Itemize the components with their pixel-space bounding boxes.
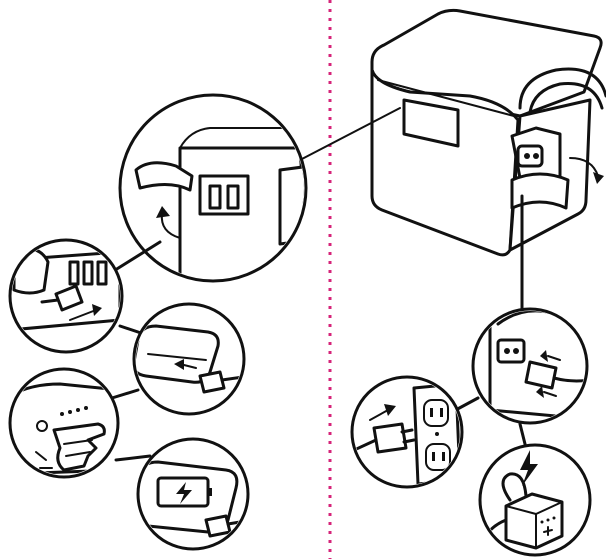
ac-port-icon: [496, 338, 526, 364]
smartphone-icon: [136, 324, 220, 384]
wireless-charge-callout: [136, 437, 250, 551]
port-slot-icon: [226, 184, 240, 210]
port-slot-icon: [208, 184, 222, 210]
finger-press-icon: [52, 422, 106, 472]
strap-icon: [402, 98, 460, 148]
cube-charging-callout: [478, 443, 592, 557]
arrow-icon: [384, 404, 396, 416]
lightning-bolt-icon: [520, 450, 538, 486]
arrow-icon: [536, 386, 544, 398]
phone-connect-callout: [132, 302, 246, 416]
arrow-icon: [92, 304, 102, 316]
usb-insert-callout: [8, 238, 124, 354]
button-press-callout: [8, 367, 120, 479]
arrow-icon: [156, 206, 170, 218]
strap-tab-icon: [134, 161, 194, 192]
power-plug-icon: [372, 422, 408, 454]
main-device-cube: [370, 8, 606, 257]
ac-cord-insert-callout: [471, 307, 589, 425]
power-cord-icon: [524, 360, 558, 390]
mini-cube-icon: [504, 492, 564, 550]
arrow-icon: [174, 359, 184, 370]
power-button-icon: [36, 420, 48, 432]
wall-outlet-callout: [350, 375, 464, 489]
arrow-icon: [540, 350, 548, 362]
usb-plug-icon: [198, 370, 226, 394]
usb-plug-icon: [54, 284, 84, 312]
strap-release-callout: [118, 93, 308, 283]
callout-leader: [299, 107, 401, 161]
usb-plug-icon: [204, 514, 232, 538]
